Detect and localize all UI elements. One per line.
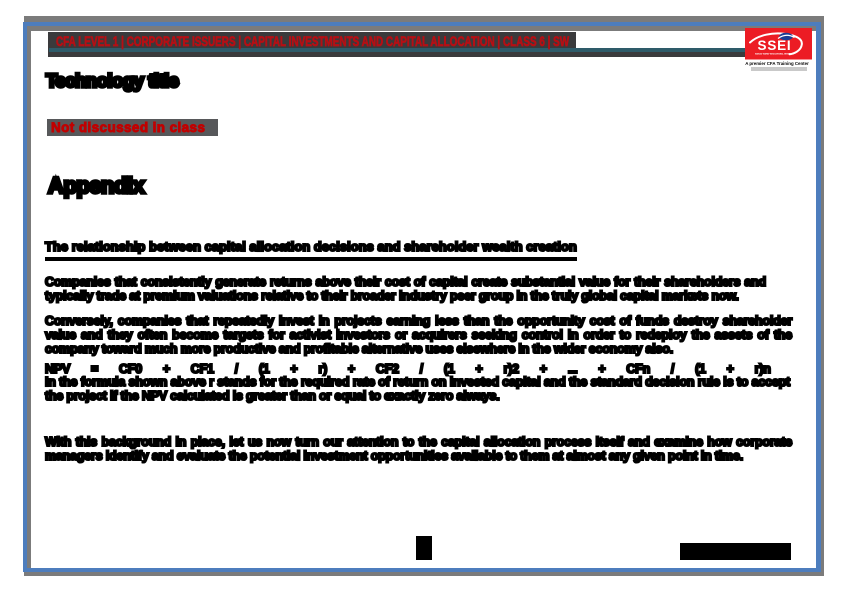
svg-text:SANJAY SARAF EDUCATIONAL INSTI: SANJAY SARAF EDUCATIONAL INSTITUTE xyxy=(755,53,795,56)
svg-text:SSEI: SSEI xyxy=(758,38,792,53)
svg-text:A premier CFA Training Center: A premier CFA Training Center xyxy=(745,61,809,66)
